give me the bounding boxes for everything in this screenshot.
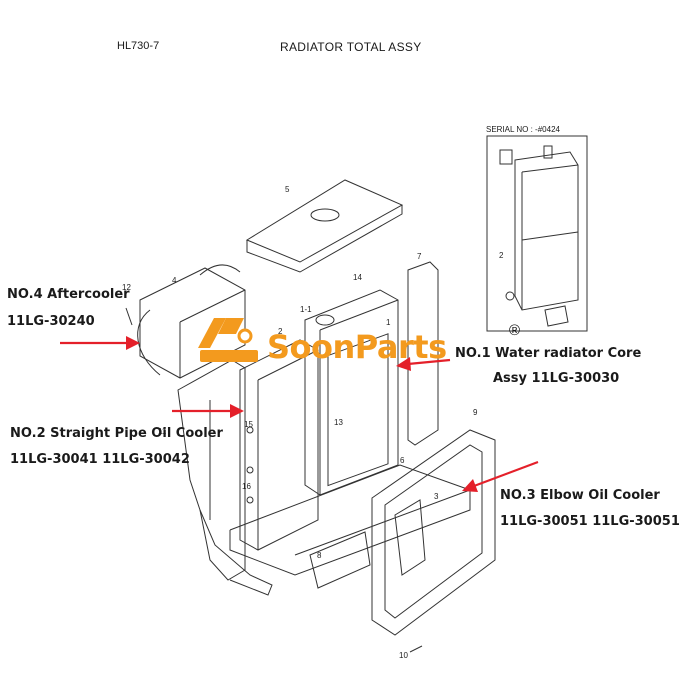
part-number-16: 16	[242, 482, 251, 491]
side-frame	[407, 261, 439, 446]
diagram-title: RADIATOR TOTAL ASSY	[280, 40, 422, 54]
water-radiator-core	[304, 289, 399, 496]
part-number-4: 4	[172, 276, 177, 285]
base-channel	[229, 464, 471, 576]
part-number-11: 11	[158, 427, 167, 436]
part-number-3: 3	[434, 492, 439, 501]
part-number-7: 7	[417, 252, 422, 261]
part-number-1: 1	[386, 318, 391, 327]
part-number-13: 13	[334, 418, 343, 427]
model-label: HL730-7	[117, 40, 160, 52]
part-number-9: 9	[473, 408, 478, 417]
arrow-elbow	[473, 460, 539, 488]
part-number-8: 8	[317, 551, 322, 560]
part-number-14: 14	[353, 273, 362, 282]
inset-radiator	[499, 145, 579, 327]
part-number-6: 6	[400, 456, 405, 465]
part-number-10: 10	[399, 651, 408, 660]
soonparts-logo-icon	[198, 318, 258, 362]
watermark-brand: SoonParts	[267, 328, 447, 366]
callout-aftercooler-part: 11LG-30240	[7, 314, 95, 329]
callout-aftercooler-name: NO.4 Aftercooler	[7, 287, 130, 302]
callout-elbow-part: 11LG-30051 11LG-30051	[500, 514, 680, 529]
part-number-12: 12	[122, 283, 131, 292]
registered-mark: ®	[509, 322, 521, 339]
serial-number: SERIAL NO : -#0424	[486, 125, 560, 134]
oil-cooler-straight	[239, 339, 319, 551]
callout-straight-pipe-part: 11LG-30041 11LG-30042	[10, 452, 190, 467]
serial-inset-frame	[486, 135, 588, 332]
arrow-water-radiator	[407, 358, 451, 366]
aftercooler-unit	[137, 264, 246, 379]
part-number-5: 5	[285, 185, 290, 194]
callout-water-radiator-part: Assy 11LG-30030	[493, 371, 620, 386]
callout-elbow-name: NO.3 Elbow Oil Cooler	[500, 488, 660, 503]
part-number-15: 15	[244, 420, 253, 429]
lower-cooler	[309, 531, 371, 589]
inset-part-number-2: 2	[499, 251, 504, 260]
elbow-cooler-frame	[371, 429, 496, 636]
part-number-1-1: 1-1	[300, 305, 312, 314]
left-frame	[177, 359, 273, 596]
part-number-2: 2	[278, 327, 283, 336]
callout-straight-pipe-name: NO.2 Straight Pipe Oil Cooler	[10, 426, 223, 441]
callout-water-radiator-name: NO.1 Water radiator Core	[455, 346, 642, 361]
